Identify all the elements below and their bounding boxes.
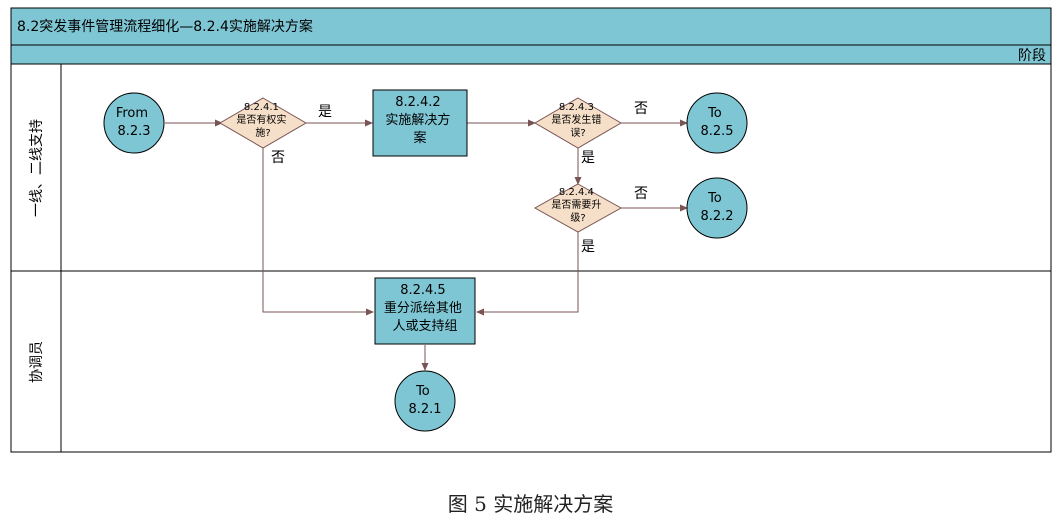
decision-8244-text: 8.2.4.4 是否需要升 级? [551, 187, 604, 224]
edges [165, 119, 688, 371]
decision-8241-text: 8.2.4.1 是否有权实 施? [236, 102, 289, 139]
process-8242 [372, 89, 468, 157]
process-8245-text: 8.2.4.5 重分派给其他 人或支持组 [384, 283, 466, 334]
node-to-821-text: To 8.2.1 [408, 384, 441, 417]
process-8242-text: 8.2.4.2 实施解决方 案 [385, 95, 454, 146]
figure-caption: 图 5 实施解决方案 [447, 492, 614, 516]
edge-label-d8244-no: 否 [634, 186, 648, 202]
decision-8243-text: 8.2.4.3 是否发生错 误? [551, 102, 604, 139]
node-to-821 [394, 370, 456, 432]
lane-label-coordinator: 协调员 [29, 341, 45, 383]
lane-line-support [10, 63, 1052, 272]
node-to-825-text: To 8.2.5 [700, 106, 733, 139]
diagram-title: 8.2突发事件管理流程细化—8.2.4实施解决方案 [17, 18, 313, 35]
edge-label-d8241-yes: 是 [318, 104, 332, 120]
edge-label-d8243-yes: 是 [581, 150, 595, 166]
decision-8243 [534, 97, 622, 149]
lane-coordinator [10, 270, 1052, 453]
header-band [10, 7, 1052, 46]
phase-bar [10, 44, 1052, 65]
node-to-825 [686, 92, 748, 154]
node-to-822-text: To 8.2.2 [700, 191, 733, 224]
edge-label-d8244-yes: 是 [581, 239, 595, 255]
decision-8241 [219, 97, 307, 149]
flow-diagram: 8.2突发事件管理流程细化—8.2.4实施解决方案 阶段 一线、二线支持 协调员… [10, 7, 1052, 453]
edge-d8244-yes-to-p8245 [476, 232, 579, 316]
edge-d8241-no-to-p8245 [262, 147, 374, 316]
decision-8244 [533, 183, 623, 233]
process-8245 [374, 277, 476, 345]
edge-label-d8241-no: 否 [271, 150, 285, 166]
edge-label-d8243-no: 否 [634, 101, 648, 117]
phase-label: 阶段 [1018, 48, 1046, 64]
node-from-823-text: From 8.2.3 [116, 106, 152, 139]
lane-label-line-support: 一线、二线支持 [29, 119, 45, 217]
node-from-823 [103, 92, 165, 154]
node-to-822 [686, 177, 748, 239]
